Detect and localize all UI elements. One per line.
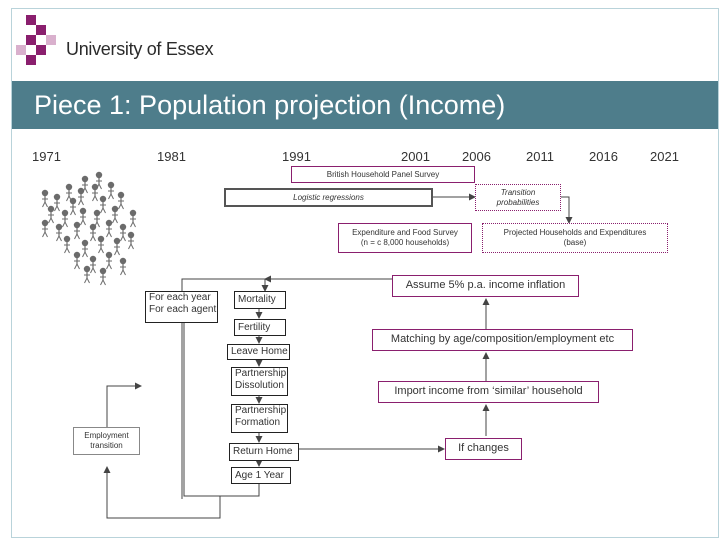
import-label: Import income from ‘similar’ household bbox=[394, 385, 583, 398]
year-label: 1971 bbox=[32, 149, 61, 164]
slide: University of Essex Piece 1: Population … bbox=[11, 8, 719, 538]
projected-box: Projected Households and Expenditures (b… bbox=[482, 223, 668, 253]
matching-box: Matching by age/composition/employment e… bbox=[372, 329, 633, 351]
step-label: Leave Home bbox=[231, 346, 288, 357]
step-label: Mortality bbox=[238, 294, 276, 305]
step-age-one-year: Age 1 Year bbox=[231, 467, 291, 484]
step-return-home: Return Home bbox=[229, 443, 299, 461]
employment-label-2: transition bbox=[90, 441, 123, 450]
year-label: 2006 bbox=[462, 149, 491, 164]
efs-box: Expenditure and Food Survey (n = c 8,000… bbox=[338, 223, 472, 253]
efs-label-2: (n = c 8,000 households) bbox=[360, 238, 450, 247]
step-mortality: Mortality bbox=[234, 291, 286, 309]
step-leave-home: Leave Home bbox=[227, 344, 290, 360]
employment-label-1: Employment bbox=[84, 431, 129, 441]
year-label: 2001 bbox=[401, 149, 430, 164]
for-each-label-1: For each year bbox=[149, 292, 211, 303]
step-label: Formation bbox=[235, 417, 281, 428]
step-label: Age 1 Year bbox=[235, 469, 284, 481]
bhps-box: British Household Panel Survey bbox=[291, 166, 475, 183]
efs-label-1: Expenditure and Food Survey bbox=[352, 228, 458, 238]
year-label: 2016 bbox=[589, 149, 618, 164]
if-changes-box: If changes bbox=[445, 438, 522, 460]
matching-label: Matching by age/composition/employment e… bbox=[390, 333, 615, 346]
step-label: Fertility bbox=[238, 321, 271, 333]
step-label: Dissolution bbox=[235, 380, 284, 391]
step-label: Partnership bbox=[235, 405, 287, 416]
step-partnership-dissolution: Partnership Dissolution bbox=[231, 367, 288, 396]
step-fertility: Fertility bbox=[234, 319, 286, 336]
logistic-box: Logistic regressions bbox=[224, 188, 433, 207]
if-changes-label: If changes bbox=[458, 442, 509, 455]
import-box: Import income from ‘similar’ household bbox=[378, 381, 599, 403]
inflation-label: Assume 5% p.a. income inflation bbox=[405, 279, 566, 292]
transition-box: Transition probabilities bbox=[475, 184, 561, 211]
year-label: 1991 bbox=[282, 149, 311, 164]
logo-text: University of Essex bbox=[66, 39, 214, 59]
bhps-label: British Household Panel Survey bbox=[326, 169, 440, 179]
transition-label-2: probabilities bbox=[496, 197, 540, 207]
year-label: 2021 bbox=[650, 149, 679, 164]
step-label: Partnership bbox=[235, 368, 287, 379]
logistic-label: Logistic regressions bbox=[293, 192, 364, 202]
year-label: 1981 bbox=[157, 149, 186, 164]
projected-label-2: (base) bbox=[563, 238, 587, 247]
employment-box: Employment transition bbox=[73, 427, 140, 455]
page-title: Piece 1: Population projection (Income) bbox=[34, 90, 506, 120]
step-partnership-formation: Partnership Formation bbox=[231, 404, 288, 433]
step-label: Return Home bbox=[233, 446, 293, 457]
transition-label-1: Transition bbox=[500, 187, 536, 197]
inflation-box: Assume 5% p.a. income inflation bbox=[392, 275, 579, 297]
title-bar: Piece 1: Population projection (Income) bbox=[12, 81, 718, 129]
projected-label-1: Projected Households and Expenditures bbox=[503, 228, 647, 238]
year-label: 2011 bbox=[526, 149, 554, 164]
connector-lines bbox=[103, 193, 573, 519]
for-each-label-2: For each agent bbox=[149, 304, 217, 315]
for-each-box: For each year For each agent bbox=[145, 291, 218, 323]
